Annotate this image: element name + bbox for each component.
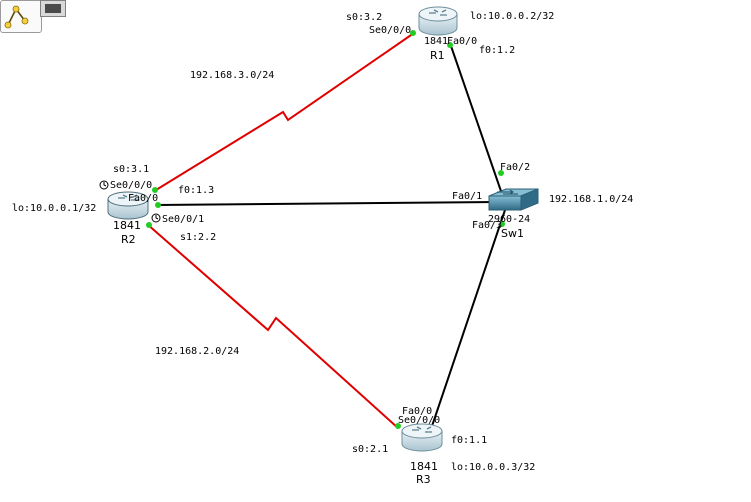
palette-tab[interactable] — [40, 0, 66, 17]
router-r2[interactable]: 1841 R2 — [107, 191, 149, 246]
r1-fa-ip-label: f0:1.2 — [479, 45, 515, 56]
port-light-sw-fa2 — [498, 170, 504, 176]
topology-tool-button[interactable] — [0, 0, 42, 33]
switch-icon — [488, 188, 539, 211]
r3-name: R3 — [416, 473, 431, 486]
r1-fa-port-label: Fa0/0 — [447, 36, 477, 47]
switch-sw1[interactable]: 2960-24 Sw1 — [488, 188, 539, 240]
port-light-r2-se1 — [146, 222, 152, 228]
r3-fa-port-label: Fa0/0 — [402, 406, 432, 417]
r2-name: R2 — [121, 233, 136, 246]
port-light-r2-se0 — [152, 187, 158, 193]
sw-fa3-label: Fa0/3 — [472, 220, 502, 231]
sw-network-label: 192.168.1.0/24 — [549, 194, 633, 205]
r1-name: R1 — [430, 49, 445, 62]
router-r3[interactable]: 1841 R3 — [401, 423, 443, 486]
r3-serial-port-label: Se0/0/0 — [398, 415, 440, 426]
r3-model: 1841 — [410, 460, 438, 473]
r2-model: 1841 — [113, 219, 141, 232]
port-light-r1-fa0 — [447, 42, 453, 48]
port-light-r1-se0 — [410, 30, 416, 36]
router-r1[interactable]: 1841 R1 — [418, 6, 458, 62]
net-r2-r3-label: 192.168.2.0/24 — [155, 346, 239, 357]
links — [146, 32, 506, 433]
port-light-r3-se0 — [395, 423, 401, 429]
port-light-sw-fa3 — [499, 221, 505, 227]
r1-loopback-label: lo:10.0.0.2/32 — [470, 11, 554, 22]
r2-loopback-label: lo:10.0.0.1/32 — [12, 203, 96, 214]
r2-serial0-port-label: Se0/0/0 — [110, 180, 152, 191]
ethernet-link-r3-sw1[interactable] — [429, 209, 506, 433]
router-icon — [107, 191, 149, 220]
sw-fa2-label: Fa0/2 — [500, 162, 530, 173]
palette-tab-icon — [45, 4, 61, 13]
r3-loopback-label: lo:10.0.0.3/32 — [451, 462, 535, 473]
labels: lo:10.0.0.2/32 s0:3.2 Se0/0/0 Fa0/0 f0:1… — [12, 11, 633, 473]
ethernet-link-r2-sw1[interactable] — [155, 201, 499, 206]
r3-serial-ip-label: s0:2.1 — [352, 444, 388, 455]
router-icon — [418, 6, 458, 36]
serial-link-r2-r3[interactable] — [146, 223, 399, 429]
r1-model: 1841 — [424, 36, 448, 47]
r2-serial0-ip-label: s0:3.1 — [113, 164, 149, 175]
r2-serial1-ip-label: s1:2.2 — [180, 232, 216, 243]
clock-icon — [151, 213, 161, 223]
router-icon — [401, 423, 443, 452]
r2-fa-port-label: Fa0/0 — [128, 193, 158, 204]
r3-fa-ip-label: f0:1.1 — [451, 435, 487, 446]
r1-serial-ip-label: s0:3.2 — [346, 12, 382, 23]
ethernet-link-r1-sw1[interactable] — [450, 45, 504, 198]
clock-icon — [99, 180, 109, 190]
r2-fa-ip-label: f0:1.3 — [178, 185, 214, 196]
topology-tool-icon — [4, 5, 29, 29]
sw-fa1-label: Fa0/1 — [452, 191, 482, 202]
r1-serial-port-label: Se0/0/0 — [369, 25, 411, 36]
r2-serial1-port-label: Se0/0/1 — [162, 214, 204, 225]
port-light-r2-fa0 — [155, 202, 161, 208]
net-r1-r2-label: 192.168.3.0/24 — [190, 70, 274, 81]
sw1-name: Sw1 — [501, 227, 524, 240]
serial-link-r1-r2[interactable] — [155, 32, 415, 191]
sw1-model: 2960-24 — [488, 214, 530, 225]
